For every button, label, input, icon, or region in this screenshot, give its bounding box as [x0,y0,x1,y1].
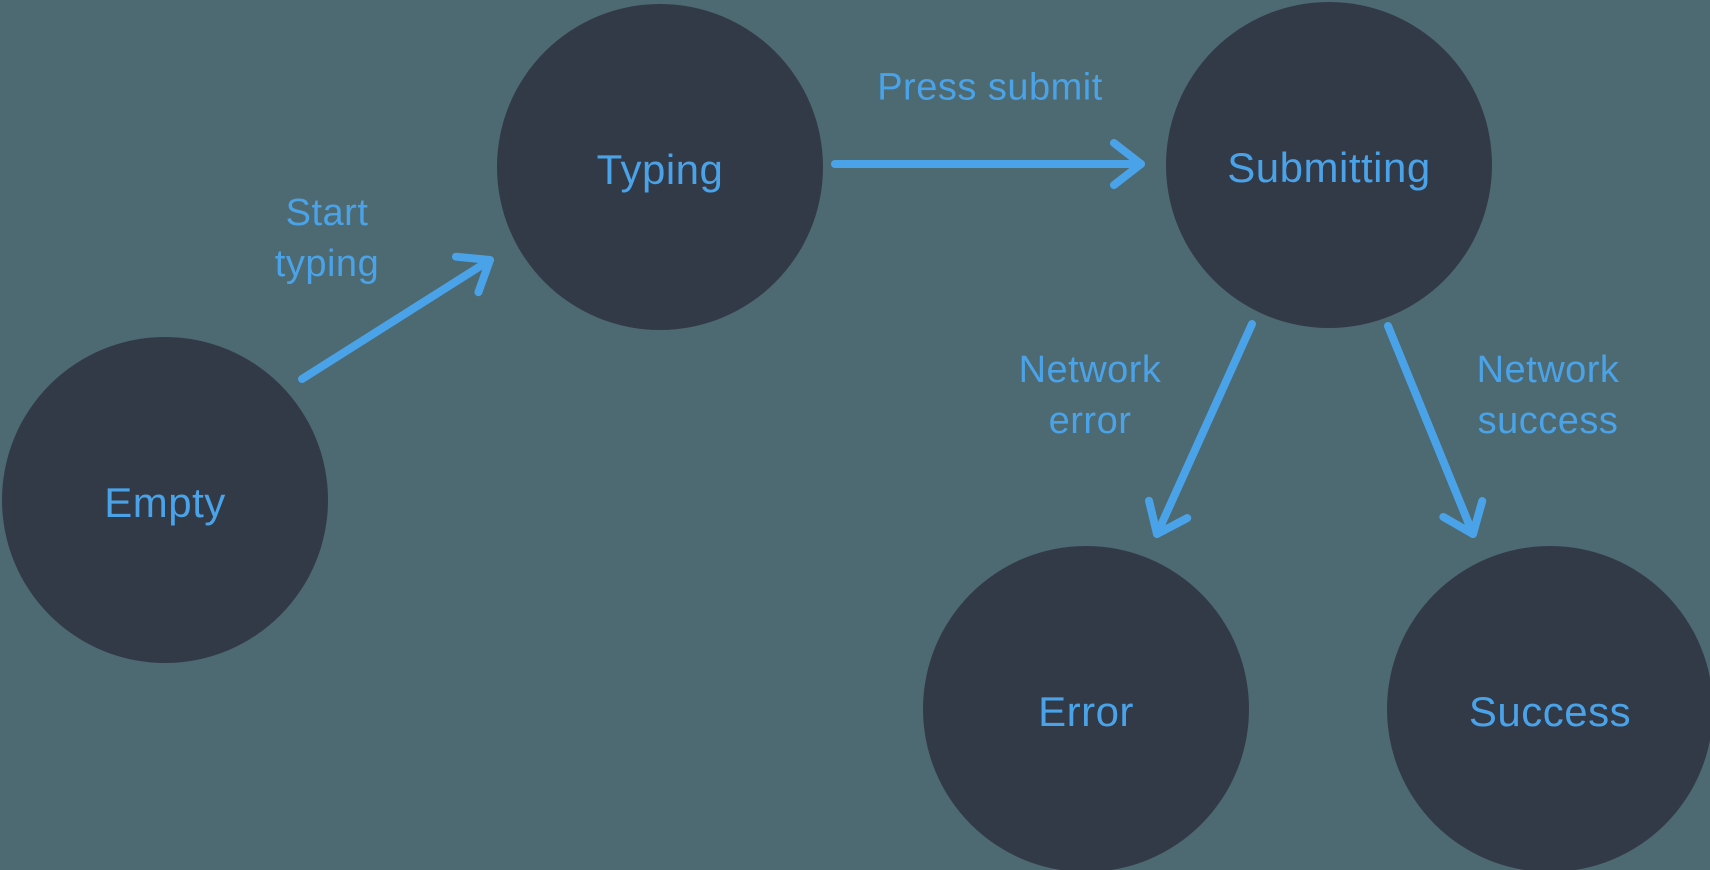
state-node-typing: Typing [497,4,823,330]
state-label-empty: Empty [104,479,226,526]
transition-label-start-typing: Start typing [274,192,380,285]
state-label-submitting: Submitting [1227,144,1431,191]
transition-label-network-success: Network success [1476,349,1620,442]
transition-label-press-submit: Press submit [877,66,1103,109]
state-node-empty: Empty [2,337,328,663]
transition-label-network-error: Network error [1018,349,1162,442]
state-label-typing: Typing [596,146,724,193]
state-node-error: Error [923,546,1249,870]
state-node-success: Success [1387,546,1710,870]
state-node-submitting: Submitting [1166,2,1492,328]
state-label-error: Error [1038,688,1134,735]
state-label-success: Success [1468,688,1632,735]
